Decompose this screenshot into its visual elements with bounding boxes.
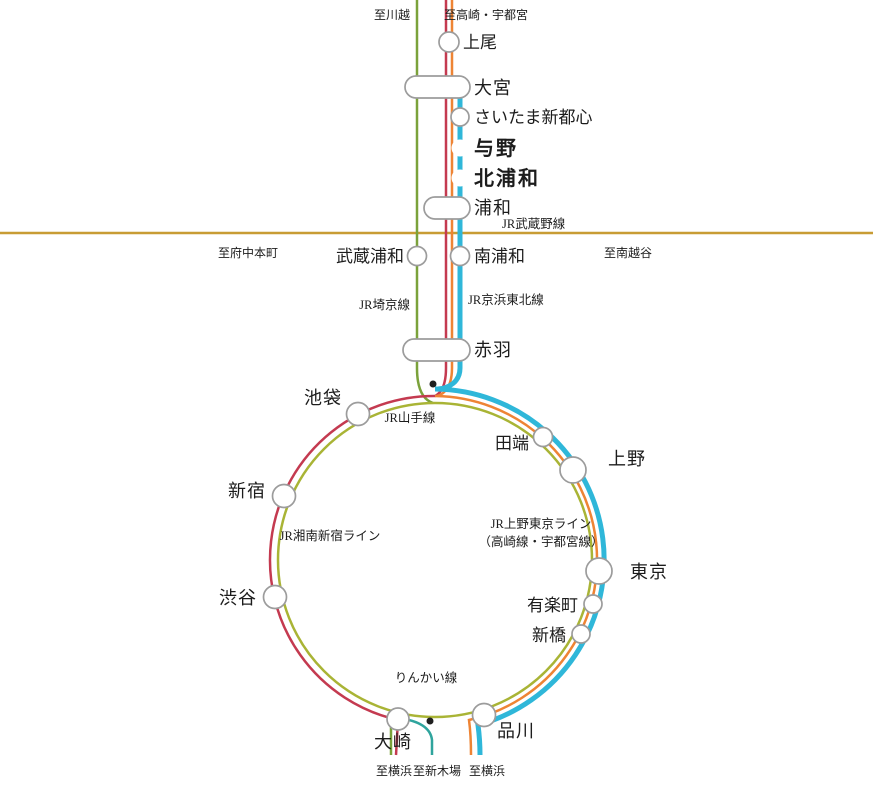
station-label-kita-urawa: 北浦和	[474, 166, 540, 190]
station-label-shinjuku: 新宿	[228, 481, 266, 501]
station-marker-osaki	[386, 707, 410, 731]
junction-dot-top	[429, 380, 437, 388]
station-marker-shinagawa	[471, 702, 497, 728]
station-marker-yono	[451, 139, 469, 157]
ueno-tokyo-line-label: JR上野東京ライン	[491, 517, 592, 531]
line-labels: JR武蔵野線 JR埼京線 JR京浜東北線 JR山手線 JR湘南新宿ライン JR上…	[280, 216, 604, 685]
station-marker-tokyo	[585, 557, 613, 585]
station-label-omiya: 大宮	[474, 78, 512, 98]
ueno-tokyo-line-sublabel: （高崎線・宇都宮線）	[478, 534, 603, 549]
station-marker-shinjuku	[271, 483, 297, 509]
rinkai-line-label: りんかい線	[395, 670, 458, 685]
rail-lines	[0, 0, 873, 756]
station-labels: 上尾 大宮 さいたま新都心 与野 北浦和 浦和 武蔵浦和 南浦和 赤羽 池袋 田…	[219, 33, 668, 752]
yamanote-line-label: JR山手線	[385, 410, 436, 425]
station-marker-ikebukuro	[345, 401, 371, 427]
station-marker-ageo	[438, 31, 460, 53]
junction-dot-bottom	[426, 717, 434, 725]
station-label-shimbashi: 新橋	[532, 626, 566, 645]
station-marker-ueno	[559, 456, 587, 484]
station-label-ueno: 上野	[608, 449, 646, 469]
station-label-musashi-urawa: 武蔵浦和	[336, 247, 404, 266]
direction-label-yokohama-right: 至横浜	[469, 764, 505, 778]
station-markers	[262, 31, 613, 731]
direction-label-fuchu-hommachi: 至府中本町	[218, 245, 278, 260]
saikyo-line-label: JR埼京線	[359, 297, 410, 312]
shonan-shinjuku-line	[268, 0, 448, 756]
station-marker-omiya	[404, 75, 471, 99]
station-label-urawa: 浦和	[474, 198, 512, 218]
station-marker-urawa	[423, 196, 471, 220]
station-marker-shibuya	[262, 584, 288, 610]
station-label-minami-urawa: 南浦和	[474, 247, 525, 266]
direction-label-yokohama-left: 至横浜	[376, 764, 412, 778]
station-marker-kita-urawa	[451, 169, 469, 187]
station-label-ageo: 上尾	[463, 33, 497, 52]
station-marker-tabata	[532, 426, 554, 448]
station-label-ikebukuro: 池袋	[304, 388, 342, 408]
station-marker-shimbashi	[571, 624, 591, 644]
direction-label-takasaki-utsunomiya: 至高崎・宇都宮	[444, 7, 528, 22]
station-marker-minami-urawa	[449, 245, 471, 267]
station-marker-musashi-urawa	[406, 245, 428, 267]
direction-label-kawagoe: 至川越	[374, 8, 410, 22]
station-label-shinagawa: 品川	[497, 721, 535, 741]
saikyo-line	[415, 0, 434, 405]
station-label-tokyo: 東京	[630, 562, 668, 582]
direction-label-shin-kiba: 至新木場	[413, 763, 461, 778]
direction-labels: 至川越 至高崎・宇都宮 至府中本町 至南越谷 至横浜 至新木場 至横浜	[218, 7, 652, 778]
yamanote-line	[276, 401, 594, 719]
station-marker-yurakucho	[583, 594, 603, 614]
station-marker-akabane	[402, 338, 471, 362]
musashino-line-label: JR武蔵野線	[502, 216, 566, 231]
direction-label-minami-koshigaya: 至南越谷	[604, 245, 652, 260]
station-marker-saitama-shintoshin	[450, 107, 470, 127]
keihin-tohoku-line-label: JR京浜東北線	[468, 292, 544, 307]
station-label-tabata: 田端	[495, 434, 529, 453]
station-label-shibuya: 渋谷	[219, 588, 257, 608]
station-label-osaki: 大崎	[374, 732, 412, 752]
shonan-shinjuku-line-label: JR湘南新宿ライン	[280, 528, 381, 543]
station-label-akabane: 赤羽	[474, 340, 512, 360]
station-label-yono: 与野	[474, 137, 518, 160]
station-label-saitama-shintoshin: さいたま新都心	[474, 108, 593, 127]
station-label-yurakucho: 有楽町	[527, 596, 578, 615]
